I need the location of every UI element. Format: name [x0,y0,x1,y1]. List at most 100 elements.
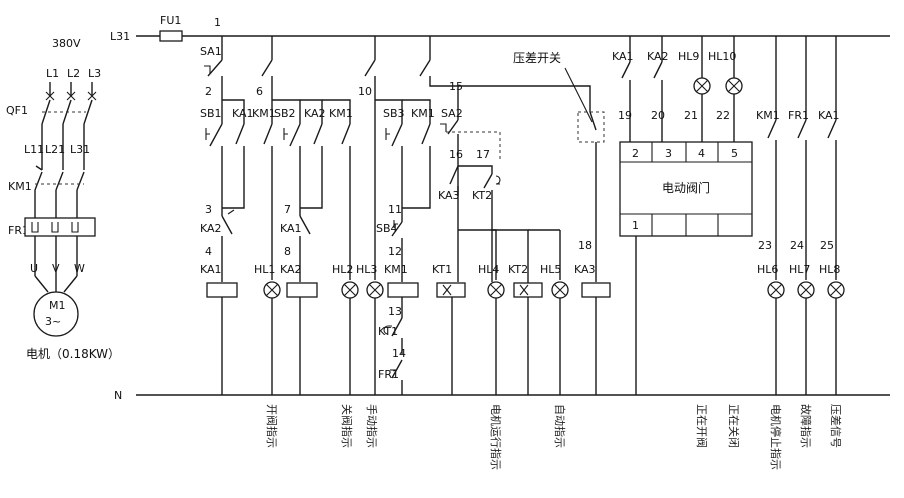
node-7: 7 [284,203,291,216]
fuse-icon [159,30,183,42]
node-20: 20 [651,109,665,122]
branch-status: KM1 FR1 KA1 23 24 25 HL6 HL7 HL8 [756,36,845,395]
node-14: 14 [392,347,406,360]
electric-valve: KA1 KA2 HL9 HL10 19 20 21 22 2 3 4 5 电动阀… [612,36,753,395]
ka2-hold-label: KA2 [304,107,326,120]
sa1-selector-icon [204,65,211,74]
phase-l2-label: L2 [67,67,80,80]
node-8: 8 [284,245,291,258]
km1-aux-2-label: KM1 [329,107,353,120]
fr1-status-label: FR1 [788,109,809,122]
hl8-label: HL8 [819,263,840,276]
sb3-label: SB3 [383,107,405,120]
node-18: 18 [578,239,592,252]
branch-motor: 10 SB3 KM1 11 SB4 12 KM1 13 KT1 14 FR1 [358,85,435,395]
ka1-hold-label: KA1 [232,107,254,120]
hl3-label: HL3 [356,263,377,276]
node-11: 11 [388,203,402,216]
caption-fault: 故障指示 [799,404,813,448]
node-21: 21 [684,109,698,122]
load-phase-3-label: L31 [70,143,90,156]
bottom-captions: 开阀指示 关阀指示 手动指示 电机运行指示 自动指示 正在开阀 正在关闭 电机停… [265,404,843,470]
node-1: 1 [214,16,221,29]
ka1-interlock-label: KA1 [280,222,302,235]
branch-close-valve: SB2 KA2 KM1 7 KA1 8 KA2 HL2 HL3 [272,36,384,395]
km1-aux-label: KM1 [252,107,276,120]
node-4: 4 [205,245,212,258]
node-2: 2 [205,85,212,98]
sa1-label: SA1 [200,45,222,58]
ka1-valve-label: KA1 [612,50,634,63]
node-22: 22 [716,109,730,122]
kt2-coil-label: KT2 [508,263,528,276]
caption-manual: 手动指示 [365,404,379,448]
terminal-u-label: U [30,262,38,275]
caption-closing: 正在关闭 [727,404,741,448]
valve-title: 电动阀门 [662,180,710,195]
hl1-label: HL1 [254,263,275,276]
ka3-coil-icon [581,282,611,298]
km1-status-label: KM1 [756,109,780,122]
ka2-coil-label: KA2 [280,263,302,276]
power-circuit: 380V L1 L2 L3 QF1 L11 L21 L31 KM1 FR1 U … [6,37,120,361]
valve-terminal-1: 1 [632,219,639,232]
kt1-coil-label: KT1 [432,263,452,276]
node-3: 3 [205,203,212,216]
valve-terminal-3: 3 [665,147,672,160]
branch-auto: 15 SA2 16 17 KA3 KT2 KT1 HL4 KT2 HL5 [419,36,591,395]
load-phase-1-label: L11 [24,143,44,156]
sb1-pushbutton-icon [205,128,210,140]
node-19: 19 [618,109,632,122]
terminal-w-label: W [74,262,85,275]
kt2-timer-contact-icon [495,175,501,185]
ka2-interlock-label: KA2 [200,222,222,235]
phase-l1-label: L1 [46,67,59,80]
hl6-label: HL6 [757,263,778,276]
sb1-label: SB1 [200,107,222,120]
hl9-label: HL9 [678,50,699,63]
node-24: 24 [790,239,804,252]
sb4-label: SB4 [376,222,398,235]
node-17: 17 [476,148,490,161]
contactor-main-contacts-icon [34,165,85,191]
kt1-timer-contact-icon [383,325,392,335]
hl7-label: HL7 [789,263,810,276]
hl5-label: HL5 [540,263,561,276]
sb3-pushbutton-icon [385,128,390,140]
node-13: 13 [388,305,402,318]
motor-caption: 电机（0.18KW） [26,347,120,361]
control-rails: L31 FU1 N [110,14,890,402]
valve-terminal-2: 2 [632,147,639,160]
sa2-label: SA2 [441,107,463,120]
breaker-label: QF1 [6,104,28,117]
node-12: 12 [388,245,402,258]
node-10: 10 [358,85,372,98]
valve-terminal-4: 4 [698,147,705,160]
phase-l3-label: L3 [88,67,101,80]
overload-label: FR1 [8,224,29,237]
kt2-contact-label: KT2 [472,189,492,202]
fr1-contact-label: FR1 [378,368,399,381]
overload-relay-icon [24,217,96,237]
neutral-label: N [114,389,122,402]
node-16: 16 [449,148,463,161]
branch-pressure: 压差开关 18 KA3 [513,51,611,395]
pressure-switch-icon [577,111,605,143]
ka2-coil-icon [286,282,318,298]
motor-icon [33,291,79,337]
caption-close-valve: 关阀指示 [340,404,354,448]
branch-hl1: KM1 6 HL1 [252,36,281,395]
hl2-label: HL2 [332,263,353,276]
hl4-label: HL4 [478,263,499,276]
ka1-status-label: KA1 [818,109,840,122]
load-phase-2-label: L21 [45,143,65,156]
breaker-cross-icon [45,91,97,101]
node-23: 23 [758,239,772,252]
ka3-coil-label: KA3 [574,263,596,276]
caption-open-valve: 开阀指示 [265,404,279,448]
ka1-coil-icon [206,282,238,298]
voltage-label: 380V [52,37,81,50]
sb2-pushbutton-icon [283,128,288,140]
caption-pressure-signal: 压差信号 [829,404,843,448]
